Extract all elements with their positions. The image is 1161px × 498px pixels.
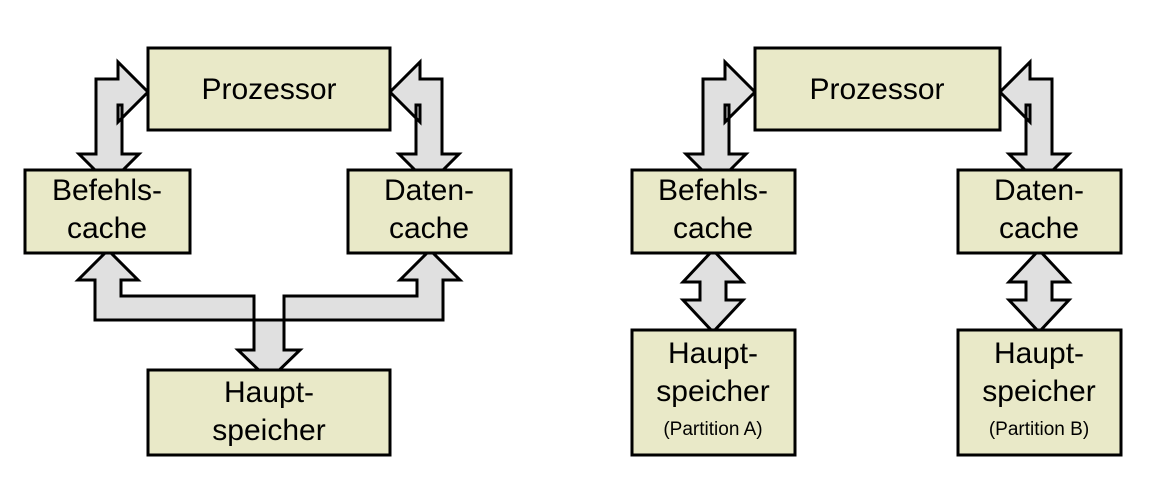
node-processor-right-label: Prozessor bbox=[809, 73, 944, 106]
node-main-memory-partition-b-label-line2: speicher bbox=[982, 375, 1095, 408]
node-main-memory-left-label-line2: speicher bbox=[212, 414, 325, 447]
node-data-cache-right-label-line2: cache bbox=[999, 212, 1079, 245]
node-processor-left bbox=[146, 46, 392, 132]
node-main-memory-partition-a-label-line1: Haupt- bbox=[668, 337, 758, 370]
panel-left: Prozessor Befehls- cache Daten- cache Ha… bbox=[23, 46, 513, 457]
node-instruction-cache-left bbox=[23, 168, 192, 255]
connector-processor-to-data-cache-left bbox=[387, 58, 463, 187]
node-instruction-cache-left-label-line2: cache bbox=[67, 212, 147, 245]
connector-processor-to-instruction-cache-right bbox=[682, 58, 758, 187]
node-main-memory-partition-a-sublabel: (Partition A) bbox=[663, 419, 762, 440]
node-main-memory-partition-a-label-line2: speicher bbox=[656, 375, 769, 408]
node-main-memory-left bbox=[146, 368, 392, 457]
node-instruction-cache-right-label-line1: Befehls- bbox=[658, 174, 768, 207]
node-instruction-cache-left-label-line1: Befehls- bbox=[52, 174, 162, 207]
node-instruction-cache-right-label-line2: cache bbox=[673, 212, 753, 245]
node-main-memory-partition-a bbox=[630, 328, 797, 457]
connector-instruction-cache-to-memory-a bbox=[679, 247, 747, 335]
node-main-memory-partition-b-sublabel: (Partition B) bbox=[989, 419, 1089, 440]
node-main-memory-partition-b bbox=[956, 328, 1123, 457]
node-processor-right bbox=[753, 46, 1002, 132]
node-processor-left-label: Prozessor bbox=[201, 73, 336, 106]
node-data-cache-right bbox=[956, 168, 1123, 255]
connector-processor-to-instruction-cache-left bbox=[75, 58, 151, 187]
connector-data-cache-to-memory-b bbox=[1005, 247, 1073, 335]
connector-caches-to-main-memory bbox=[74, 247, 464, 383]
panel-right: Prozessor Befehls- cache Daten- cache Ha… bbox=[630, 46, 1123, 457]
node-data-cache-left bbox=[346, 168, 513, 255]
node-data-cache-right-label-line1: Daten- bbox=[994, 174, 1084, 207]
node-data-cache-left-label-line1: Daten- bbox=[384, 174, 474, 207]
node-main-memory-partition-b-label-line1: Haupt- bbox=[994, 337, 1084, 370]
connector-processor-to-data-cache-right bbox=[997, 58, 1073, 187]
node-data-cache-left-label-line2: cache bbox=[389, 212, 469, 245]
node-main-memory-left-label-line1: Haupt- bbox=[224, 376, 314, 409]
node-instruction-cache-right bbox=[630, 168, 797, 255]
